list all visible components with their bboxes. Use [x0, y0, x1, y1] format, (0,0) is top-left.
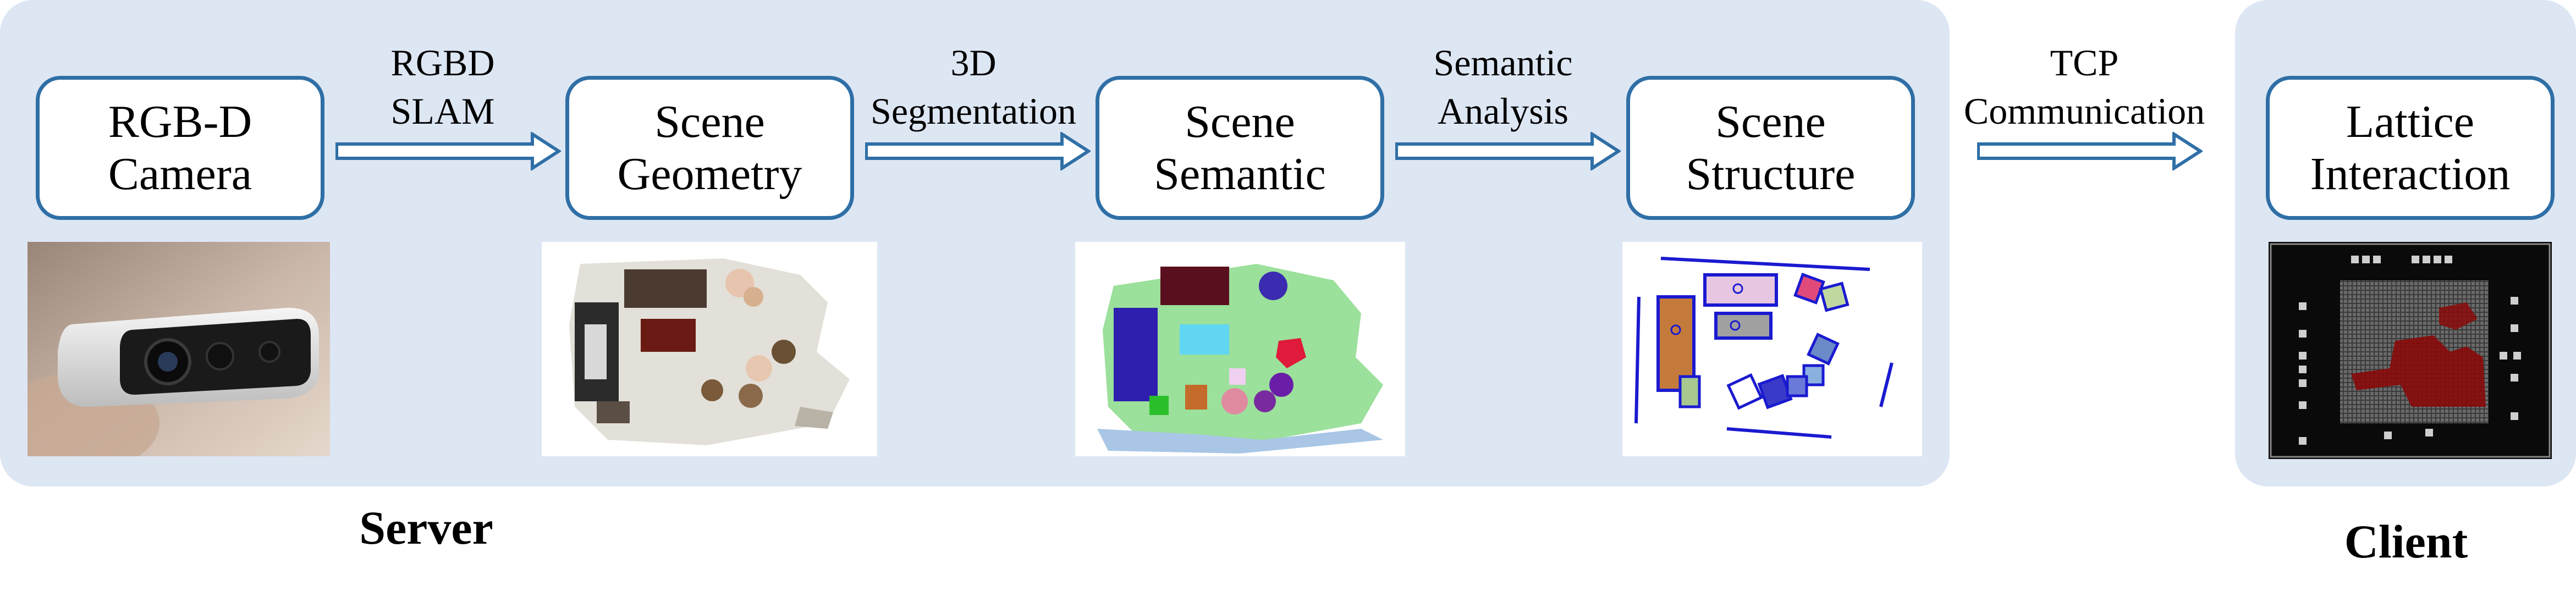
arrow-semantic-to-structure: [1395, 132, 1621, 170]
edge-label-rgbd-slam: RGBD SLAM: [390, 42, 495, 132]
scene-structure-image: [1622, 242, 1922, 456]
scene-geometry-image: [542, 242, 877, 456]
edge-label-3d-segmentation: 3D Segmentation: [871, 42, 1076, 132]
lattice-grid-image: [2269, 242, 2552, 459]
edge-label-semantic-analysis: Semantic Analysis: [1433, 42, 1573, 132]
stage-lattice-interaction-label: Lattice Interaction: [2310, 96, 2511, 200]
arrow-structure-to-lattice: [1977, 132, 2203, 170]
scene-semantic-image: [1075, 242, 1405, 456]
server-group-label: Server: [359, 501, 493, 554]
stage-scene-semantic: Scene Semantic: [1096, 76, 1384, 220]
stage-scene-structure-label: Scene Structure: [1686, 96, 1856, 200]
stage-scene-geometry: Scene Geometry: [565, 76, 854, 220]
camera-photo: [27, 242, 330, 456]
stage-lattice-interaction: Lattice Interaction: [2266, 76, 2555, 220]
stage-scene-structure: Scene Structure: [1626, 76, 1915, 220]
edge-label-tcp-communication: TCP Communication: [1963, 42, 2205, 132]
stage-rgbd-camera-label: RGB-D Camera: [108, 96, 252, 200]
stage-scene-semantic-label: Scene Semantic: [1154, 96, 1326, 200]
arrow-geometry-to-semantic: [865, 132, 1091, 170]
client-group-label: Client: [2344, 515, 2468, 568]
arrow-camera-to-geometry: [335, 132, 561, 170]
stage-scene-geometry-label: Scene Geometry: [617, 96, 802, 200]
stage-rgbd-camera: RGB-D Camera: [36, 76, 324, 220]
